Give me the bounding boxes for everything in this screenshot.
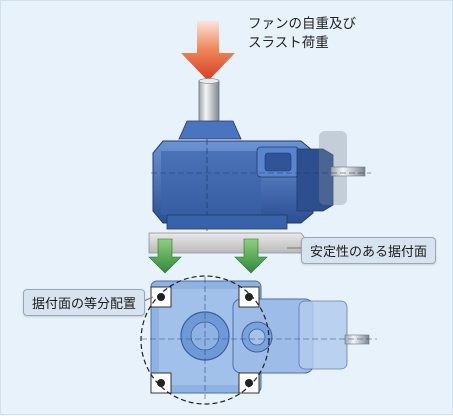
load-label-line1: ファンの自重及び: [248, 16, 356, 32]
base-plate: [148, 232, 308, 254]
load-label: ファンの自重及び スラスト荷重: [248, 15, 356, 53]
reducer-top-view: [141, 277, 377, 399]
support-arrow-icon-left: [148, 238, 182, 274]
bolt-circle: [140, 275, 270, 405]
mounting-bolt-top-left: [150, 286, 172, 308]
mounting-bolt-top-right: [238, 286, 260, 308]
equal-mounting-label: 据付面の等分配置: [23, 289, 146, 316]
input-shaft: [198, 78, 220, 124]
load-label-line2: スラスト荷重: [248, 35, 329, 51]
load-arrow-icon: [181, 21, 235, 81]
stable-surface-label: 安定性のある据付面: [301, 237, 437, 264]
mounting-bolt-bottom-right: [238, 372, 260, 394]
mounting-bolt-bottom-left: [150, 372, 172, 394]
gear-reducer-housing: [151, 120, 371, 231]
support-arrow-icon-right: [234, 238, 268, 274]
